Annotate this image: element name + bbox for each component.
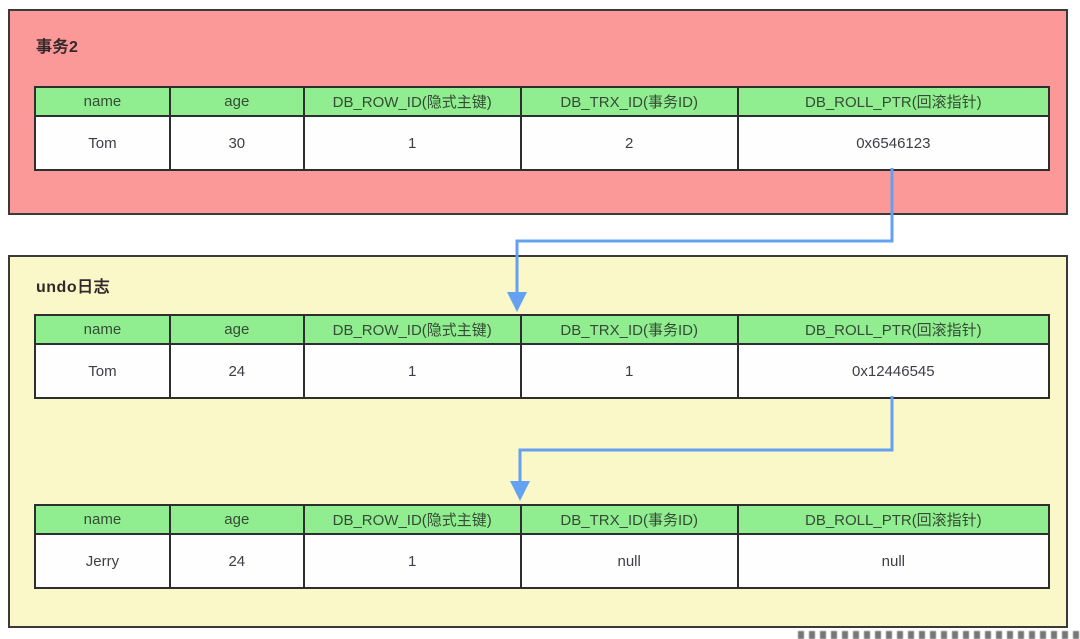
table-row: Jerry 24 1 null null [34,533,1051,589]
transaction2-box-title: 事务2 [36,39,79,56]
column-header-age: age [168,314,305,345]
cell-db-row-id: 1 [302,115,522,171]
cell-db-row-id: 1 [302,343,522,399]
table-header-row: name age DB_ROW_ID(隐式主键) DB_TRX_ID(事务ID)… [34,86,1051,117]
cell-db-trx-id: 1 [519,343,739,399]
cell-db-trx-id: 2 [519,115,739,171]
cell-db-roll-ptr: 0x6546123 [736,115,1051,171]
column-header-db-row-id: DB_ROW_ID(隐式主键) [302,314,522,345]
undo-log-table-1: name age DB_ROW_ID(隐式主键) DB_TRX_ID(事务ID)… [34,314,1051,399]
table-row: Tom 24 1 1 0x12446545 [34,343,1051,399]
column-header-db-trx-id: DB_TRX_ID(事务ID) [519,314,739,345]
undo-log-table-2: name age DB_ROW_ID(隐式主键) DB_TRX_ID(事务ID)… [34,504,1051,589]
watermark-illegible [798,631,1080,639]
undo-log-box-title: undo日志 [36,279,111,296]
cell-name: Tom [34,343,171,399]
column-header-name: name [34,86,171,117]
column-header-db-roll-ptr: DB_ROLL_PTR(回滚指针) [736,504,1051,535]
column-header-db-roll-ptr: DB_ROLL_PTR(回滚指针) [736,314,1051,345]
cell-db-roll-ptr: 0x12446545 [736,343,1051,399]
column-header-name: name [34,504,171,535]
cell-age: 24 [168,343,305,399]
column-header-db-row-id: DB_ROW_ID(隐式主键) [302,86,522,117]
column-header-age: age [168,504,305,535]
column-header-db-trx-id: DB_TRX_ID(事务ID) [519,504,739,535]
cell-db-trx-id: null [519,533,739,589]
cell-age: 24 [168,533,305,589]
column-header-db-row-id: DB_ROW_ID(隐式主键) [302,504,522,535]
cell-name: Jerry [34,533,171,589]
cell-age: 30 [168,115,305,171]
transaction2-record-table: name age DB_ROW_ID(隐式主键) DB_TRX_ID(事务ID)… [34,86,1051,171]
cell-db-row-id: 1 [302,533,522,589]
cell-name: Tom [34,115,171,171]
table-header-row: name age DB_ROW_ID(隐式主键) DB_TRX_ID(事务ID)… [34,504,1051,535]
column-header-db-roll-ptr: DB_ROLL_PTR(回滚指针) [736,86,1051,117]
column-header-age: age [168,86,305,117]
column-header-db-trx-id: DB_TRX_ID(事务ID) [519,86,739,117]
column-header-name: name [34,314,171,345]
transaction2-box: 事务2 name age DB_ROW_ID(隐式主键) DB_TRX_ID(事… [8,9,1068,215]
cell-db-roll-ptr: null [736,533,1051,589]
table-row: Tom 30 1 2 0x6546123 [34,115,1051,171]
table-header-row: name age DB_ROW_ID(隐式主键) DB_TRX_ID(事务ID)… [34,314,1051,345]
undo-log-box: undo日志 name age DB_ROW_ID(隐式主键) DB_TRX_I… [8,255,1068,628]
